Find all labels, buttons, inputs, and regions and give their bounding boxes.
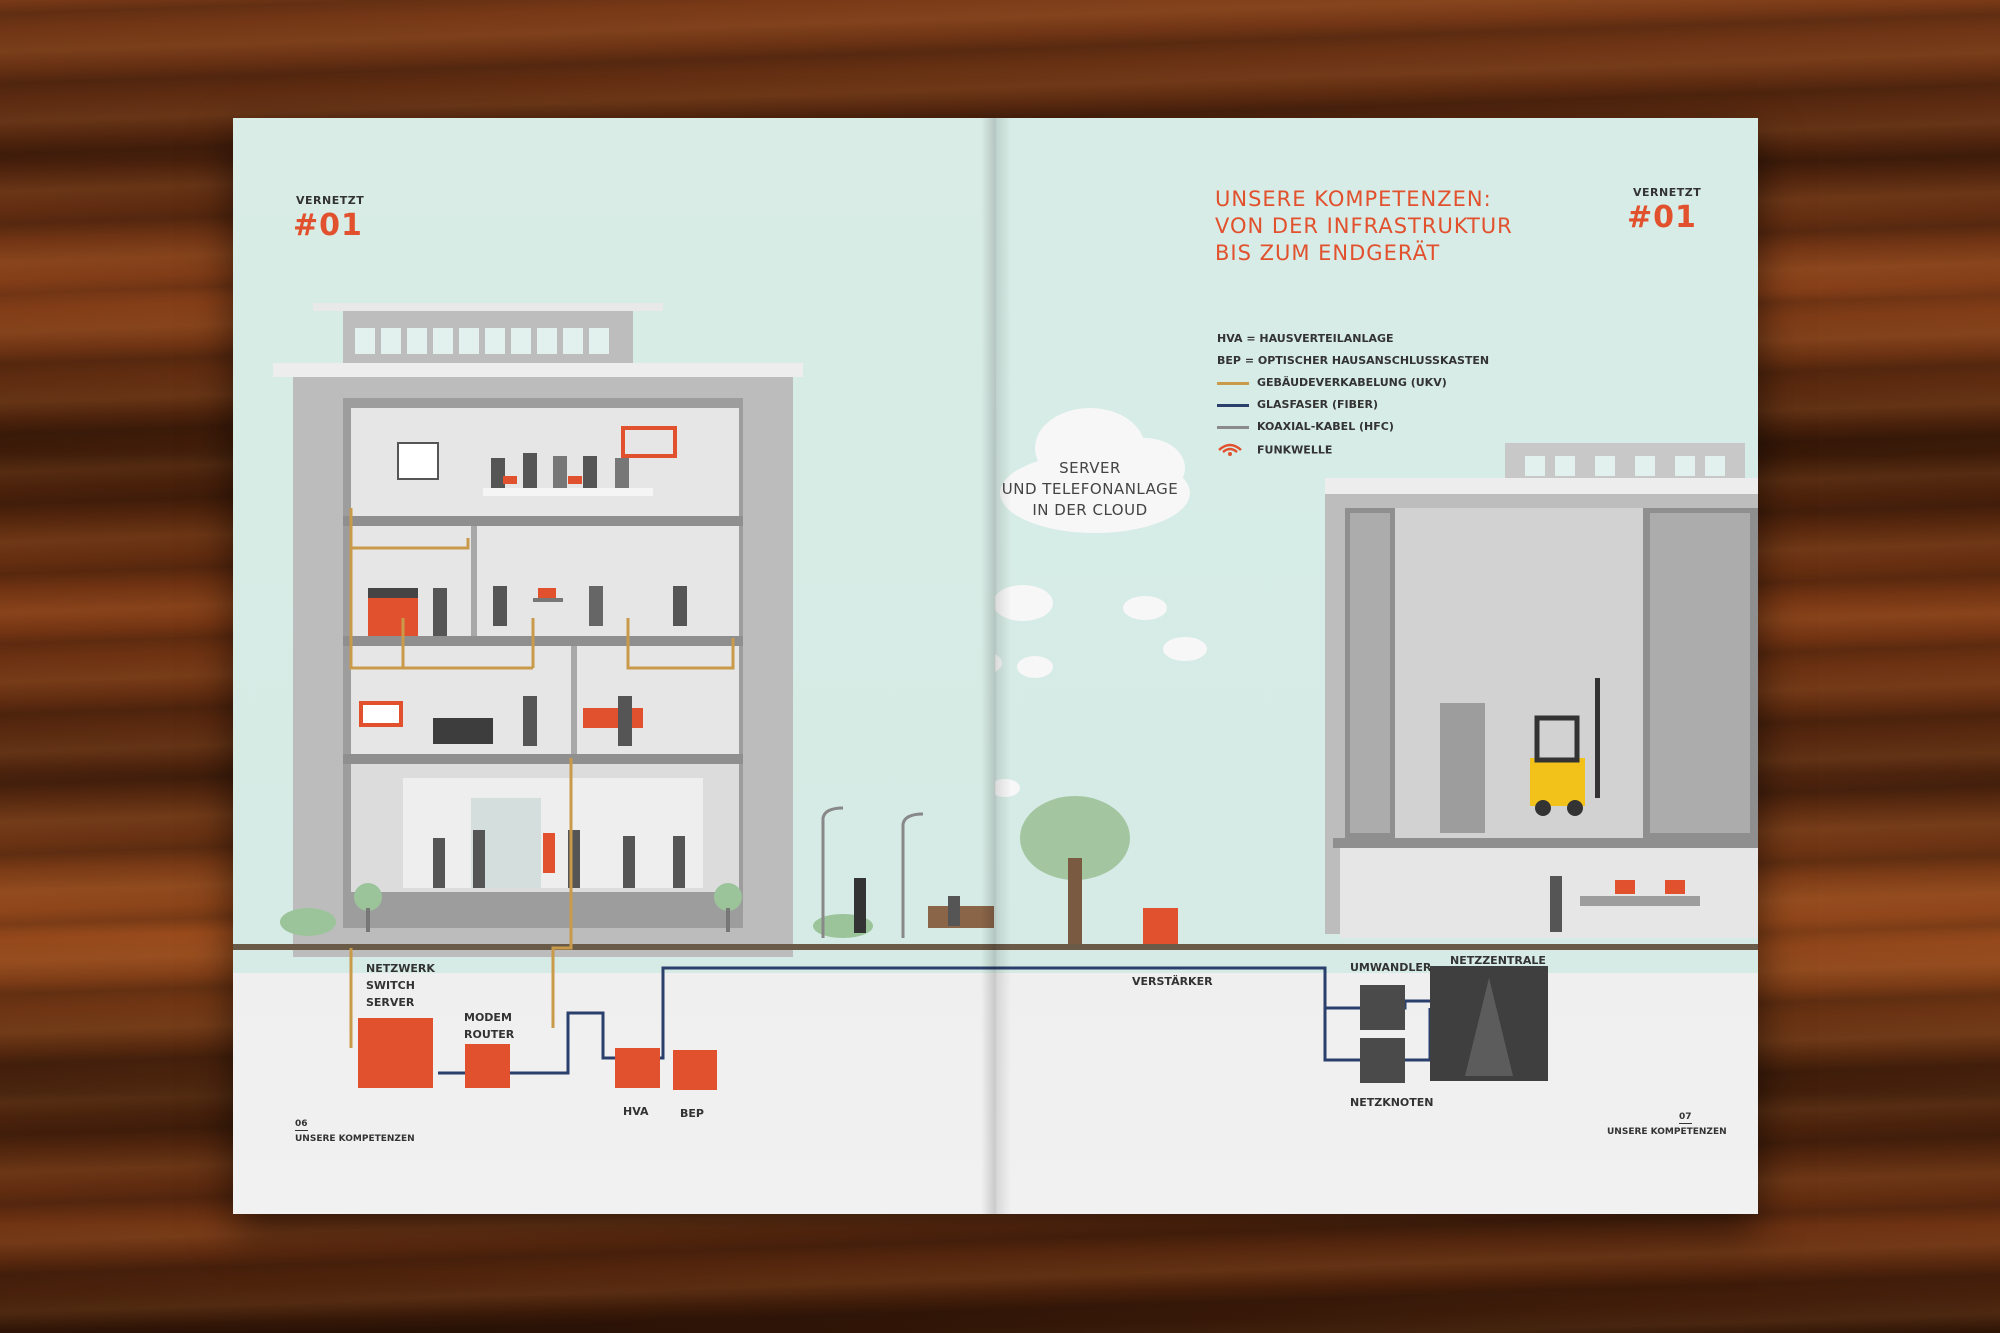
magazine-spread: VERNETZT #01 NETZWERK SWITCH SERVER MODE…: [233, 118, 1758, 1214]
legend-hva: HVA = HAUSVERTEILANLAGE: [1217, 332, 1394, 345]
legend-hfc: KOAXIAL-KABEL (HFC): [1217, 420, 1394, 433]
left-kicker: VERNETZT: [296, 194, 365, 207]
label-bep: BEP: [680, 1107, 704, 1120]
legend-funkwelle: FUNKWELLE: [1217, 442, 1332, 459]
left-illustration: [233, 303, 995, 1090]
left-page: VERNETZT #01 NETZWERK SWITCH SERVER MODE…: [233, 118, 995, 1214]
right-illustration: [995, 408, 1758, 1083]
cloud-caption: SERVER UND TELEFONANLAGE IN DER CLOUD: [1001, 459, 1179, 519]
label-netzknoten: NETZKNOTEN: [1350, 1096, 1434, 1109]
right-page: UNSERE KOMPETENZEN: VON DER INFRASTRUKTU…: [995, 118, 1758, 1214]
right-page-number: 07: [1679, 1112, 1692, 1124]
right-headline: UNSERE KOMPETENZEN: VON DER INFRASTRUKTU…: [1215, 187, 1513, 265]
label-umwandler: UMWANDLER: [1350, 961, 1432, 974]
hfc-line-swatch: [1217, 425, 1249, 429]
label-netzwerk-switch-server: NETZWERK SWITCH SERVER: [366, 962, 435, 1009]
label-netzzentrale: NETZZENTRALE: [1450, 954, 1546, 967]
fiber-line-swatch: [1217, 403, 1249, 407]
left-footer-section: UNSERE KOMPETENZEN: [295, 1134, 415, 1144]
label-verstaerker: VERSTÄRKER: [1132, 975, 1213, 988]
legend-fiber: GLASFASER (FIBER): [1217, 398, 1378, 411]
left-page-number: 06: [295, 1119, 308, 1131]
spine-gutter: [981, 118, 1011, 1214]
label-modem-router: MODEM ROUTER: [464, 1011, 515, 1041]
ukv-line-swatch: [1217, 381, 1249, 385]
label-hva: HVA: [623, 1105, 649, 1118]
right-issue-number: #01: [1627, 200, 1697, 235]
right-kicker: VERNETZT: [1633, 186, 1702, 199]
legend-bep: BEP = OPTISCHER HAUSANSCHLUSSKASTEN: [1217, 354, 1490, 367]
right-footer-section: UNSERE KOMPETENZEN: [1607, 1127, 1727, 1137]
wifi-icon: [1217, 442, 1249, 459]
legend-ukv: GEBÄUDEVERKABELUNG (UKV): [1217, 376, 1447, 389]
left-issue-number: #01: [293, 208, 363, 243]
